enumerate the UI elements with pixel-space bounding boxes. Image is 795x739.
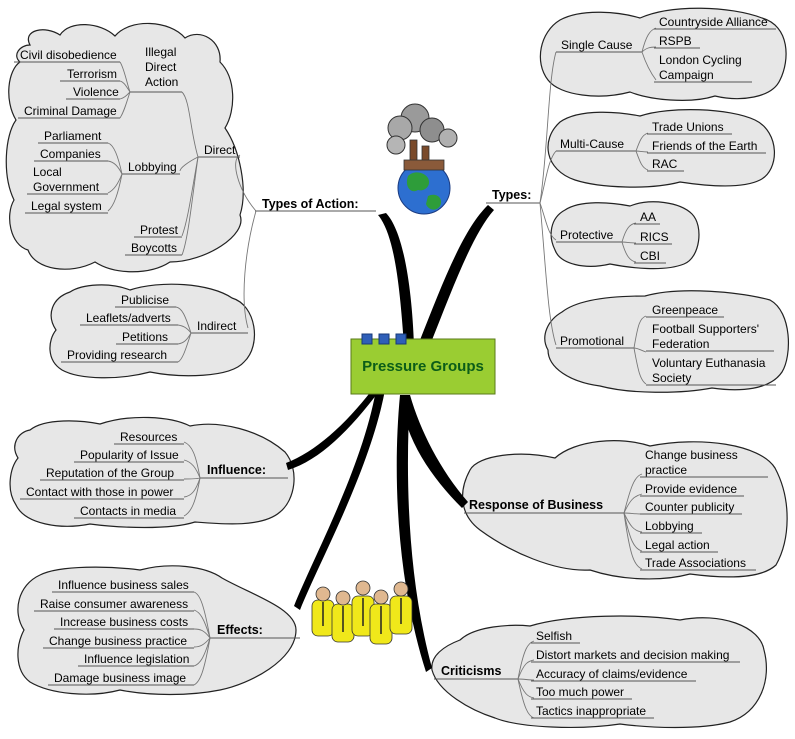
response-label: Response of Business [469, 498, 603, 512]
cloud-multi-cause [547, 109, 775, 188]
response-item-3: Provide evidence [645, 482, 737, 496]
protective-item-3: CBI [640, 249, 660, 263]
promotional-item-2: Football Supporters' [652, 322, 759, 336]
lobbying-item-5: Legal system [31, 199, 102, 213]
single-cause-label: Single Cause [561, 38, 633, 52]
cloud-protective [550, 201, 700, 270]
effects-item-3: Increase business costs [60, 615, 188, 629]
criticisms-item-1: Selfish [536, 629, 572, 643]
cloud-single-cause [539, 7, 787, 101]
center-node: Pressure Groups [350, 333, 496, 395]
response-item-4: Counter publicity [645, 500, 734, 514]
response-item-2: practice [645, 463, 687, 477]
illegal-line-2: Direct [145, 60, 177, 74]
trunk-lines [286, 205, 494, 672]
protective-label: Protective [560, 228, 614, 242]
illegal-item-2: Terrorism [67, 67, 117, 81]
indirect-item-4: Providing research [67, 348, 167, 362]
lobbying-item-4: Government [33, 180, 100, 194]
cloud-effects [17, 565, 297, 696]
criticisms-item-4: Too much power [536, 685, 624, 699]
promotional-item-3: Federation [652, 337, 709, 351]
crowd-icon [311, 580, 413, 645]
blue-square-2 [378, 333, 390, 345]
single-cause-item-1: Countryside Alliance [659, 15, 768, 29]
cloud-criticisms [431, 615, 768, 729]
blue-square-1 [361, 333, 373, 345]
criticisms-item-3: Accuracy of claims/evidence [536, 667, 688, 681]
criticisms-item-5: Tactics inappropriate [536, 704, 646, 718]
indirect-item-2: Leaflets/adverts [86, 311, 171, 325]
influence-label: Influence: [207, 463, 266, 477]
effects-item-5: Influence legislation [84, 652, 189, 666]
direct-other-1: Protest [140, 223, 179, 237]
influence-item-1: Resources [120, 430, 177, 444]
illegal-line-3: Action [145, 75, 178, 89]
cloud-indirect [49, 283, 256, 379]
promotional-label: Promotional [560, 334, 624, 348]
branch-criticisms: Criticisms Selfish Distort markets and d… [434, 629, 740, 719]
promotional-item-5: Society [652, 371, 691, 385]
cloud-influence [9, 416, 295, 529]
effects-item-6: Damage business image [54, 671, 186, 685]
response-item-1: Change business [645, 448, 738, 462]
indirect-label: Indirect [197, 319, 237, 333]
multi-cause-item-1: Trade Unions [652, 120, 724, 134]
branch-response: Response of Business Change business pra… [464, 448, 768, 571]
lobbying-label: Lobbying [128, 160, 177, 174]
promotional-item-1: Greenpeace [652, 303, 718, 317]
protective-item-1: AA [640, 210, 656, 224]
illegal-item-1: Civil disobedience [20, 48, 117, 62]
multi-cause-item-3: RAC [652, 157, 678, 171]
response-item-6: Legal action [645, 538, 710, 552]
cloud-promotional [544, 290, 790, 393]
single-cause-item-2: RSPB [659, 34, 692, 48]
direct-label: Direct [204, 143, 236, 157]
indirect-item-3: Petitions [122, 330, 168, 344]
blue-square-3 [395, 333, 407, 345]
influence-item-3: Reputation of the Group [46, 466, 174, 480]
branch-types: Types: Single Cause Countryside Alliance… [486, 15, 776, 386]
lobbying-item-1: Parliament [44, 129, 102, 143]
criticisms-label: Criticisms [441, 664, 501, 678]
multi-cause-label: Multi-Cause [560, 137, 624, 151]
multi-cause-item-2: Friends of the Earth [652, 139, 757, 153]
effects-item-2: Raise consumer awareness [40, 597, 188, 611]
center-title: Pressure Groups [362, 358, 484, 375]
influence-item-2: Popularity of Issue [80, 448, 179, 462]
influence-item-4: Contact with those in power [26, 485, 173, 499]
branch-effects: Effects: Influence business sales Raise … [34, 578, 300, 686]
single-cause-item-3: London Cycling [659, 53, 742, 67]
branch-types-of-action: Types of Action: Direct Illegal Direct A… [14, 45, 376, 363]
single-cause-item-4: Campaign [659, 68, 714, 82]
protective-item-2: RICS [640, 230, 669, 244]
effects-item-4: Change business practice [49, 634, 187, 648]
criticisms-item-2: Distort markets and decision making [536, 648, 729, 662]
direct-other-2: Boycotts [131, 241, 177, 255]
indirect-item-1: Publicise [121, 293, 169, 307]
types-label: Types: [492, 188, 531, 202]
response-item-5: Lobbying [645, 519, 694, 533]
illegal-item-3: Violence [73, 85, 119, 99]
cloud-types-of-action [5, 22, 244, 273]
promotional-item-4: Voluntary Euthanasia [652, 356, 766, 370]
factory-globe-icon [386, 103, 458, 215]
lobbying-item-2: Companies [40, 147, 101, 161]
branch-influence: Influence: Resources Popularity of Issue… [20, 430, 288, 519]
influence-item-5: Contacts in media [80, 504, 176, 518]
effects-label: Effects: [217, 623, 263, 637]
types-of-action-label: Types of Action: [262, 197, 359, 211]
lobbying-item-3: Local [33, 165, 62, 179]
illegal-item-4: Criminal Damage [24, 104, 117, 118]
response-item-7: Trade Associations [645, 556, 746, 570]
effects-item-1: Influence business sales [58, 578, 189, 592]
illegal-line-1: Illegal [145, 45, 176, 59]
